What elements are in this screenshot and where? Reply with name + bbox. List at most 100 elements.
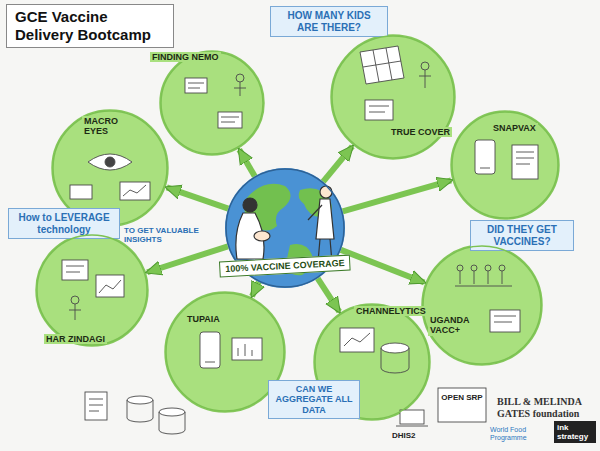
sketch-shape <box>120 182 150 200</box>
sketch-shape <box>66 266 84 267</box>
sketch-shape <box>365 100 393 120</box>
sketch-shape <box>400 410 424 424</box>
sketch-shape <box>185 78 207 93</box>
sketch-shape <box>516 152 534 153</box>
project-name: CHANNELYTICS <box>354 306 428 316</box>
sketch-shape <box>218 112 242 128</box>
sketch-shape <box>89 411 99 412</box>
sketch-shape <box>516 164 530 165</box>
arrow-connector <box>323 146 352 181</box>
sketch-shape <box>360 46 404 84</box>
sketch-shape <box>425 70 426 88</box>
sketch-shape <box>252 350 253 356</box>
sketch-shape <box>494 322 512 323</box>
project-name: MACRO EYES <box>82 116 130 137</box>
sketch-shape <box>340 328 374 352</box>
sketch-shape <box>71 296 79 304</box>
project-name: HAR ZINDAGI <box>44 334 107 344</box>
sketch-shape <box>363 61 401 67</box>
sketch-shape <box>221 122 235 123</box>
system-name: DHIS2 <box>392 431 416 440</box>
sketch-shape <box>512 145 538 179</box>
sketch-shape <box>320 186 332 198</box>
circle-outline <box>165 292 285 412</box>
sketch-shape <box>75 304 76 320</box>
sketch-shape <box>221 117 239 118</box>
circle-outline <box>36 234 148 346</box>
banner-text: How to LEVERAGE technology <box>15 212 113 235</box>
banner-text: HOW MANY KIDS ARE THERE? <box>277 10 381 33</box>
circle-outline <box>422 245 542 365</box>
arrow-connector <box>341 250 424 283</box>
sketch-shape <box>205 362 215 363</box>
sketch-shape <box>238 348 239 356</box>
sketch-shape <box>344 333 370 346</box>
project-name: TRUE COVER <box>389 127 452 137</box>
sketch-shape <box>331 35 455 159</box>
sketch-shape <box>502 271 503 284</box>
question-banner: CAN WE AGGREGATE ALL DATA <box>268 380 360 419</box>
sketch-shape <box>308 205 322 220</box>
sketch-shape <box>127 400 153 422</box>
sketch-shape <box>499 265 505 271</box>
sketch-shape <box>254 231 270 241</box>
sketch-shape <box>419 76 431 77</box>
arrow-connector <box>343 180 451 211</box>
sketch-shape <box>471 265 477 271</box>
project-circle: TUPAIA <box>165 292 285 412</box>
sketch-shape <box>66 272 80 273</box>
sketch-shape <box>474 271 475 284</box>
sketch-shape <box>232 338 262 360</box>
arrow-connector <box>252 282 259 296</box>
sketch-shape <box>373 50 379 82</box>
sketch-shape <box>62 260 88 280</box>
sketch-shape <box>422 245 542 365</box>
sketch-shape <box>96 275 124 297</box>
project-circle: FINDING NEMO <box>160 51 264 155</box>
question-banner: How to LEVERAGE technology <box>8 208 120 239</box>
sketch-shape <box>62 46 538 434</box>
sketch-shape <box>89 399 103 400</box>
sketch-shape <box>485 265 491 271</box>
globe-hub: 100% VACCINE COVERAGE <box>225 168 345 288</box>
sketch-shape <box>316 199 334 239</box>
sketch-shape <box>89 405 103 406</box>
question-banner: HOW MANY KIDS ARE THERE? <box>270 6 388 37</box>
sketch-shape <box>69 310 81 311</box>
circle-outline <box>331 35 455 159</box>
project-name: SNAPVAX <box>491 123 538 133</box>
hub-text: 100% VACCINE COVERAGE <box>219 255 351 278</box>
project-name: TUPAIA <box>185 314 222 324</box>
banner-text: DID THEY GET VACCINES? <box>477 224 567 247</box>
arrow-connector <box>167 187 228 208</box>
sketch-shape <box>490 310 520 332</box>
node-outline <box>332 36 454 158</box>
sketch-shape <box>488 271 489 284</box>
sketch-shape <box>159 412 185 434</box>
sketch-shape <box>438 388 486 422</box>
sketch-shape <box>396 426 428 427</box>
sketch-shape <box>240 82 241 96</box>
sketch-shape <box>475 140 495 174</box>
sketch-shape <box>70 185 92 199</box>
sketch-shape <box>381 343 409 353</box>
project-name: UGANDA VACC+ <box>428 315 484 336</box>
sketch-shape <box>234 88 246 89</box>
sketch-shape <box>85 392 107 420</box>
title-box: GCE Vaccine Delivery Bootcamp <box>6 4 174 48</box>
sketch-shape <box>36 234 148 346</box>
sketch-shape <box>236 74 244 82</box>
sketch-shape <box>386 48 392 80</box>
banner-text: CAN WE AGGREGATE ALL DATA <box>275 384 353 415</box>
sketch-shape <box>236 186 334 262</box>
sketch-shape <box>369 106 389 107</box>
sketch-shape <box>188 88 200 89</box>
sketch-shape <box>451 111 559 219</box>
sketch-shape <box>421 62 429 70</box>
sketch-shape <box>457 265 463 271</box>
project-circle: SNAPVAX <box>451 111 559 219</box>
project-circle: HAR ZINDAGI <box>36 234 148 346</box>
